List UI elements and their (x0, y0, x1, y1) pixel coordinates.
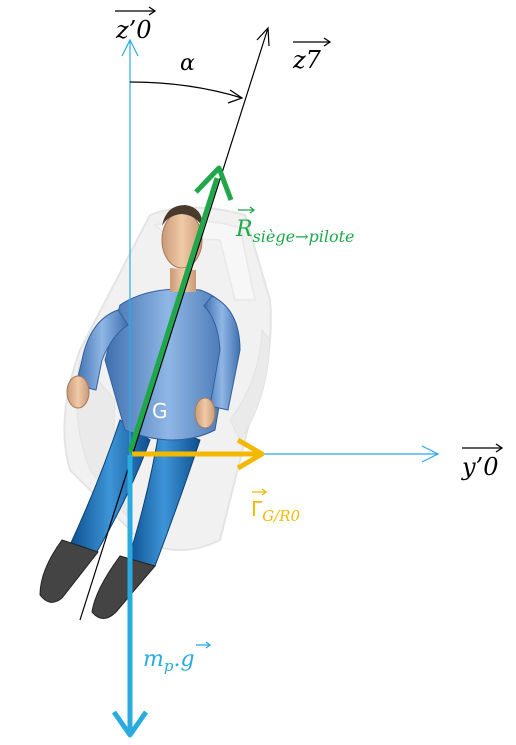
angle-alpha-arc (129, 81, 244, 104)
seat-reaction-subscript: siège→pilote (253, 227, 355, 246)
acceleration-symbol: Γ (251, 497, 263, 521)
z0-label-text: z’0 (115, 16, 152, 44)
z7-label-text: z7 (292, 46, 322, 74)
seat-reaction-symbol: R (235, 217, 253, 242)
axis-z7 (79, 26, 270, 621)
weight-vector-symbol: g (180, 647, 194, 672)
weight-vector (111, 455, 149, 738)
label-weight: mp.g (143, 641, 212, 675)
svg-text:ΓG/R0: ΓG/R0 (251, 497, 300, 525)
label-z0: z’0 (115, 6, 157, 44)
weight-base: m (143, 647, 164, 672)
seat-reaction-vector (127, 165, 234, 453)
label-seat-reaction: Rsiège→pilote (235, 206, 355, 246)
label-y0: y’0 (461, 443, 504, 481)
weight-subscript: p (164, 657, 174, 675)
weight-suffix: . (173, 647, 180, 672)
alpha-label: α (180, 51, 195, 76)
pilot-illustration (39, 205, 241, 619)
y0-label-text: y’0 (461, 453, 498, 481)
svg-text:mp.g: mp.g (143, 647, 195, 675)
acceleration-subscript: G/R0 (262, 507, 300, 525)
point-g-label: G (152, 399, 168, 423)
label-z7: z7 (292, 37, 332, 74)
label-acceleration: ΓG/R0 (251, 488, 300, 525)
acceleration-vector (132, 437, 265, 471)
axis-z0 (121, 38, 139, 455)
svg-text:Rsiège→pilote: Rsiège→pilote (235, 217, 355, 246)
